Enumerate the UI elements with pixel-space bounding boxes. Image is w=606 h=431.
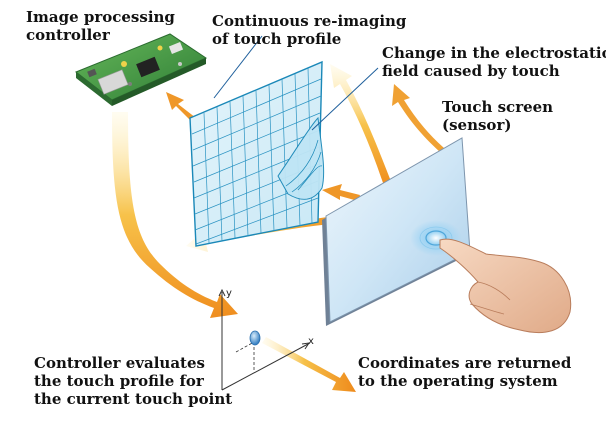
label-image-processing-controller: Image processing controller bbox=[26, 8, 175, 44]
label-continuous-reimaging: Continuous re-imaging of touch profile bbox=[212, 12, 407, 48]
flow-arrow-screen-to-field bbox=[330, 64, 392, 186]
flow-arrow-field-loop bbox=[392, 84, 444, 152]
y-axis-label: y bbox=[226, 288, 232, 299]
x-axis-label: x bbox=[308, 336, 314, 347]
touch-screen-panel-icon bbox=[322, 137, 471, 326]
touch-point-marker bbox=[249, 330, 261, 346]
touch-profile-mesh-icon bbox=[189, 60, 325, 247]
label-controller-evaluates: Controller evaluates the touch profile f… bbox=[34, 354, 233, 408]
coordinate-graph: y x bbox=[218, 288, 314, 391]
label-electrostatic-field-change: Change in the electrostatic field caused… bbox=[382, 44, 606, 80]
label-coordinates-returned: Coordinates are returned to the operatin… bbox=[358, 354, 572, 390]
label-touch-screen-sensor: Touch screen (sensor) bbox=[442, 98, 554, 134]
circuit-board-icon bbox=[75, 33, 208, 106]
pointing-hand-icon bbox=[439, 238, 572, 333]
flow-arrow-graph-to-os bbox=[262, 337, 356, 392]
flow-arrow-board-to-graph bbox=[112, 112, 238, 318]
flow-arrow-grid-to-board bbox=[166, 92, 196, 122]
